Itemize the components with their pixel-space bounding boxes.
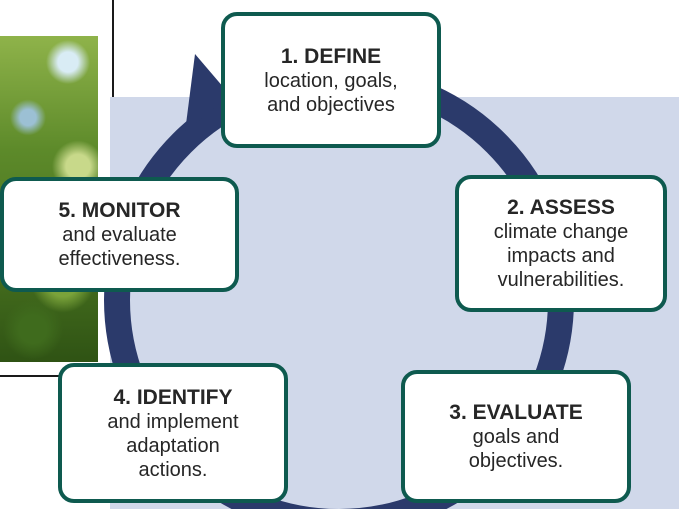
step-assess-desc-line: vulnerabilities. <box>497 269 625 291</box>
step-evaluate-title: 3. EVALUATE <box>449 401 583 424</box>
step-define-desc-line: and objectives <box>267 93 395 116</box>
step-evaluate-desc-line: goals and <box>472 426 560 448</box>
step-identify-desc-line: and implement <box>107 410 239 433</box>
step-assess: 2. ASSESS climate change impacts and vul… <box>455 175 667 312</box>
step-monitor-desc-line: and evaluate <box>62 224 177 246</box>
step-define: 1. DEFINE location, goals, and objective… <box>221 12 441 148</box>
cycle-arrowhead <box>185 54 230 132</box>
step-evaluate: 3. EVALUATE goals and objectives. <box>401 370 631 503</box>
step-define-title: 1. DEFINE <box>280 44 382 68</box>
step-assess-desc-line: climate change <box>493 221 629 243</box>
step-evaluate-desc-line: objectives. <box>468 450 564 472</box>
step-monitor-title: 5. MONITOR <box>58 199 181 222</box>
step-identify-desc-line: actions. <box>138 458 208 481</box>
step-identify-desc-line: adaptation <box>126 434 220 457</box>
step-identify: 4. IDENTIFY and implement adaptation act… <box>58 363 288 503</box>
step-monitor: 5. MONITOR and evaluate effectiveness. <box>0 177 239 292</box>
step-define-desc-line: location, goals, <box>264 69 398 92</box>
step-assess-desc-line: impacts and <box>507 245 615 267</box>
step-monitor-desc-line: effectiveness. <box>58 248 181 270</box>
step-identify-title: 4. IDENTIFY <box>113 385 233 409</box>
step-assess-title: 2. ASSESS <box>507 196 615 219</box>
